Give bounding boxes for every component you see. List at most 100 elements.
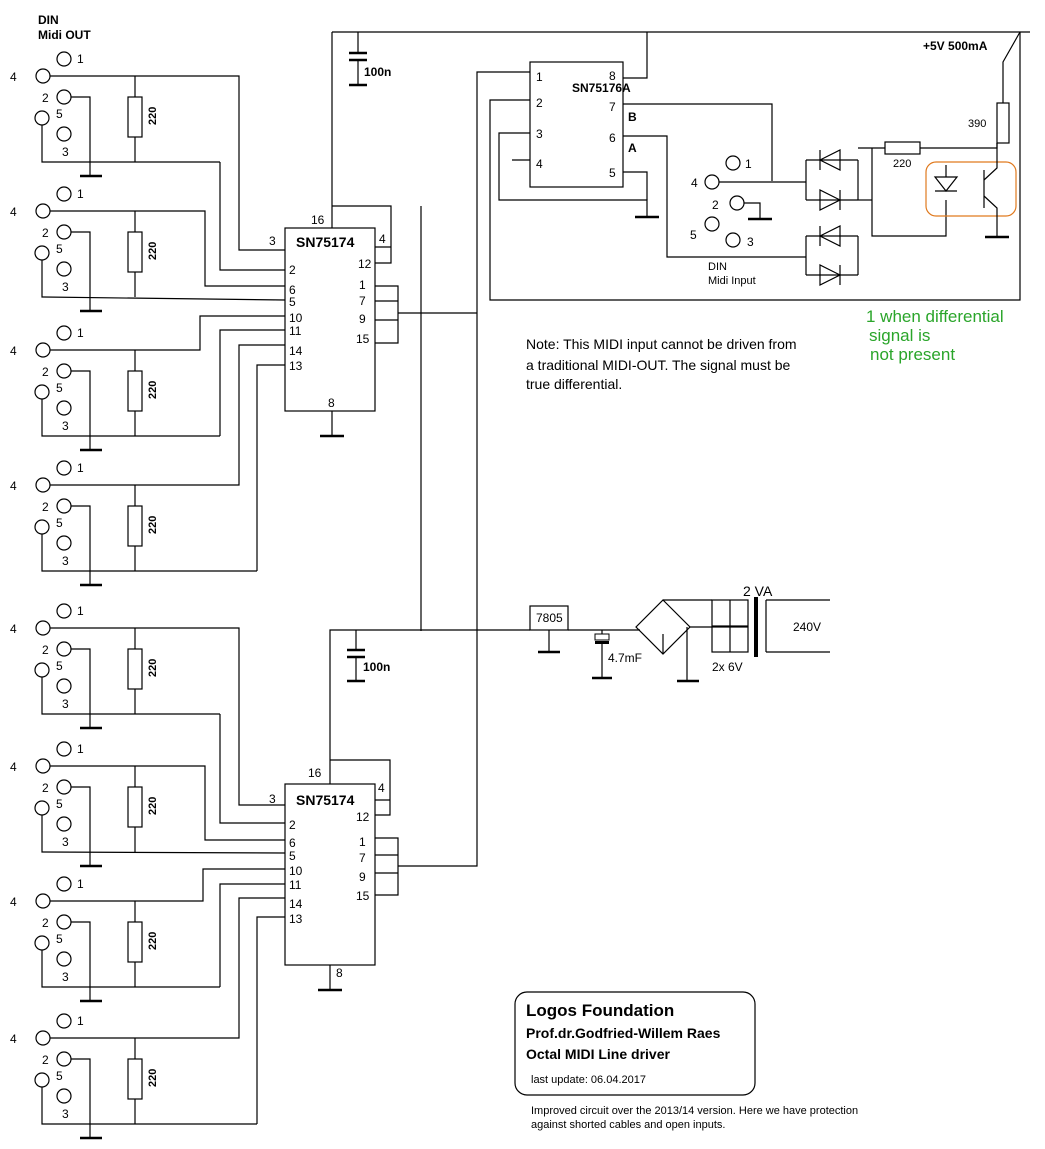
svg-text:3: 3 [62,419,69,433]
svg-text:1: 1 [77,604,84,618]
din-pin-5 [34,110,50,126]
svg-text:3: 3 [62,554,69,568]
svg-text:5: 5 [56,516,63,530]
svg-text:3: 3 [62,835,69,849]
svg-text:4.7mF: 4.7mF [608,651,642,665]
svg-text:220: 220 [147,242,159,260]
svg-text:3: 3 [62,145,69,159]
din-pin-4 [35,620,51,636]
svg-text:8: 8 [328,396,335,410]
svg-text:5: 5 [56,659,63,673]
svg-text:2: 2 [289,263,296,277]
svg-text:true differential.: true differential. [526,376,622,392]
din-pin-2 [56,1051,72,1067]
din-pin-5 [34,1072,50,1088]
svg-text:1 when differential: 1 when differential [866,307,1004,326]
svg-text:3: 3 [62,1107,69,1121]
svg-text:14: 14 [289,344,303,358]
svg-text:100n: 100n [364,65,391,79]
svg-text:2: 2 [42,1053,49,1067]
svg-text:220: 220 [893,158,911,170]
svg-text:7: 7 [609,100,616,114]
din-pin-3 [56,261,72,277]
svg-text:220: 220 [147,932,159,950]
annotation: 1 when differential signal is not presen… [866,307,1004,364]
svg-text:15: 15 [356,332,370,346]
svg-text:5: 5 [609,166,616,180]
svg-text:B: B [628,110,637,124]
note: Note: This MIDI input cannot be driven f… [526,336,797,392]
svg-text:1: 1 [359,835,366,849]
svg-text:1: 1 [359,278,366,292]
svg-text:2: 2 [536,96,543,110]
svg-text:220: 220 [147,659,159,677]
svg-text:220: 220 [147,1069,159,1087]
svg-text:220: 220 [147,516,159,534]
title-block: Logos Foundation Prof.dr.Godfried-Willem… [514,991,756,1096]
svg-text:Prof.dr.Godfried-Willem Raes: Prof.dr.Godfried-Willem Raes [526,1025,721,1041]
din-pin-1 [56,460,72,476]
din-pin-1 [56,1013,72,1029]
svg-text:6: 6 [609,131,616,145]
din-pin-2 [56,779,72,795]
svg-text:4: 4 [10,1032,17,1046]
svg-text:14: 14 [289,897,303,911]
svg-text:4: 4 [10,70,17,84]
svg-text:5: 5 [289,849,296,863]
svg-text:13: 13 [289,359,303,373]
svg-text:4: 4 [10,479,17,493]
svg-text:10: 10 [289,311,303,325]
din-pin-3 [56,951,72,967]
din-pin-4 [35,342,51,358]
svg-text:5: 5 [56,381,63,395]
din-pin-4 [35,203,51,219]
din-pin-3 [56,400,72,416]
din-pin-1 [56,876,72,892]
resistor [127,505,143,547]
din-pin-5 [34,245,50,261]
svg-text:Midi Input: Midi Input [708,275,756,287]
cap-lower: 100n [347,630,390,683]
svg-text:1: 1 [77,52,84,66]
cap-upper: 100n [349,32,391,87]
din-pin-5 [34,384,50,400]
svg-text:5: 5 [56,107,63,121]
svg-text:8: 8 [609,69,616,83]
svg-text:2: 2 [712,198,719,212]
din-pin-2 [56,914,72,930]
din-out-subtitle: Midi OUT [38,28,91,42]
svg-text:9: 9 [359,870,366,884]
resistor [127,921,143,963]
din-pin-4 [35,893,51,909]
svg-text:2: 2 [42,365,49,379]
svg-text:11: 11 [289,324,302,338]
din-pin-1 [56,325,72,341]
din-pin-1 [56,186,72,202]
svg-text:7805: 7805 [536,611,563,625]
svg-text:11: 11 [289,878,302,892]
svg-text:1: 1 [77,877,84,891]
svg-text:a traditional MIDI-OUT. The si: a traditional MIDI-OUT. The signal must … [526,357,791,373]
svg-text:2: 2 [42,643,49,657]
svg-text:4: 4 [379,232,386,246]
svg-text:3: 3 [269,234,276,248]
svg-text:5: 5 [289,295,296,309]
din-pin-5 [34,519,50,535]
input-protection: 220 390 [805,31,1021,286]
svg-text:1: 1 [77,187,84,201]
svg-text:2: 2 [42,781,49,795]
svg-text:4: 4 [10,344,17,358]
svg-text:12: 12 [356,810,370,824]
svg-text:15: 15 [356,889,370,903]
svg-text:4: 4 [10,895,17,909]
svg-text:signal is: signal is [869,326,930,345]
din-out-connectors: 1425322014253220142532201425322014253220… [10,51,286,1140]
resistor [127,648,143,690]
receiver-ic: SN75176A 1 2 3 4 8 7 6 5 B A [489,32,1021,301]
svg-text:2: 2 [42,916,49,930]
svg-text:16: 16 [311,213,325,227]
footer-line-2: against shorted cables and open inputs. [531,1119,725,1131]
svg-text:220: 220 [147,107,159,125]
din-pin-3 [56,816,72,832]
